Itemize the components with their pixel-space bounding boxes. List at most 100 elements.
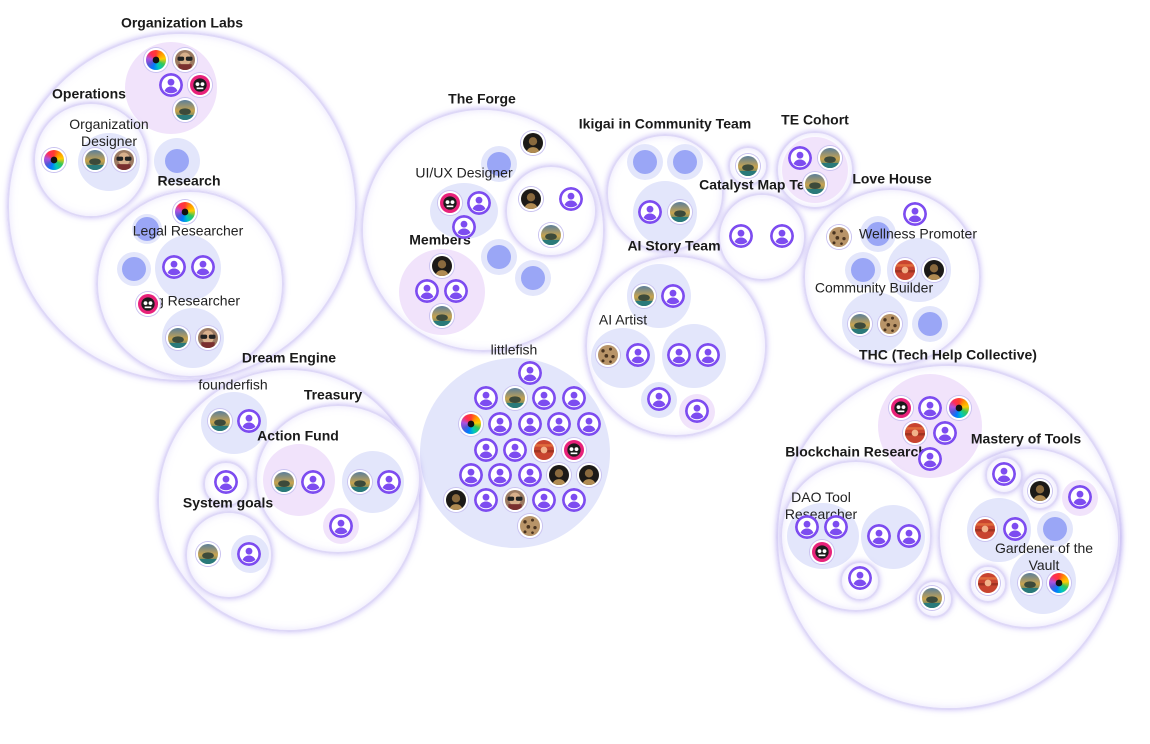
user-avatar-icon[interactable] <box>162 255 186 279</box>
user-avatar-icon[interactable] <box>848 566 872 590</box>
user-avatar-icon[interactable] <box>547 412 571 436</box>
user-avatar-icon[interactable] <box>444 279 468 303</box>
user-avatar-icon[interactable] <box>532 386 556 410</box>
leopard-avatar-icon[interactable] <box>596 343 620 367</box>
user-avatar-icon[interactable] <box>474 386 498 410</box>
user-avatar-icon[interactable] <box>795 515 819 539</box>
user-avatar-icon[interactable] <box>467 191 491 215</box>
empty-role[interactable] <box>667 144 703 180</box>
user-avatar-icon[interactable] <box>933 421 957 445</box>
empty-role[interactable] <box>515 260 551 296</box>
user-avatar-icon[interactable] <box>661 284 685 308</box>
user-avatar-icon[interactable] <box>992 462 1016 486</box>
user-avatar-icon[interactable] <box>532 488 556 512</box>
user-avatar-icon[interactable] <box>452 215 476 239</box>
red-avatar-icon[interactable] <box>532 438 556 462</box>
dark-avatar-icon[interactable] <box>922 258 946 282</box>
user-avatar-icon[interactable] <box>488 412 512 436</box>
user-avatar-icon[interactable] <box>647 387 671 411</box>
leopard-avatar-icon[interactable] <box>827 225 851 249</box>
empty-role[interactable] <box>481 146 517 182</box>
portrait-avatar-icon[interactable] <box>112 148 136 172</box>
dark-avatar-icon[interactable] <box>577 463 601 487</box>
landscape-avatar-icon[interactable] <box>632 284 656 308</box>
landscape-avatar-icon[interactable] <box>173 98 197 122</box>
red-avatar-icon[interactable] <box>976 571 1000 595</box>
empty-role[interactable] <box>481 239 517 275</box>
user-avatar-icon[interactable] <box>1003 517 1027 541</box>
leopard-avatar-icon[interactable] <box>878 312 902 336</box>
user-avatar-icon[interactable] <box>685 399 709 423</box>
empty-role[interactable] <box>117 252 151 286</box>
user-avatar-icon[interactable] <box>159 73 183 97</box>
user-avatar-icon[interactable] <box>867 524 891 548</box>
landscape-avatar-icon[interactable] <box>166 326 190 350</box>
user-avatar-icon[interactable] <box>518 412 542 436</box>
empty-role[interactable] <box>860 216 896 252</box>
user-avatar-icon[interactable] <box>415 279 439 303</box>
landscape-avatar-icon[interactable] <box>539 223 563 247</box>
user-avatar-icon[interactable] <box>562 488 586 512</box>
color-wheel-avatar-icon[interactable] <box>42 148 66 172</box>
user-avatar-icon[interactable] <box>474 438 498 462</box>
empty-role[interactable] <box>845 252 881 288</box>
user-avatar-icon[interactable] <box>191 255 215 279</box>
landscape-avatar-icon[interactable] <box>208 409 232 433</box>
user-avatar-icon[interactable] <box>824 515 848 539</box>
landscape-avatar-icon[interactable] <box>920 586 944 610</box>
red-avatar-icon[interactable] <box>973 517 997 541</box>
user-avatar-icon[interactable] <box>459 463 483 487</box>
color-wheel-avatar-icon[interactable] <box>1047 571 1071 595</box>
landscape-avatar-icon[interactable] <box>736 154 760 178</box>
user-avatar-icon[interactable] <box>696 343 720 367</box>
user-avatar-icon[interactable] <box>377 470 401 494</box>
user-avatar-icon[interactable] <box>474 488 498 512</box>
empty-role[interactable] <box>132 214 162 244</box>
user-avatar-icon[interactable] <box>788 146 812 170</box>
portrait-avatar-icon[interactable] <box>196 326 220 350</box>
user-avatar-icon[interactable] <box>518 463 542 487</box>
dark-avatar-icon[interactable] <box>444 488 468 512</box>
user-avatar-icon[interactable] <box>897 524 921 548</box>
red-avatar-icon[interactable] <box>903 421 927 445</box>
landscape-avatar-icon[interactable] <box>803 172 827 196</box>
user-avatar-icon[interactable] <box>329 514 353 538</box>
landscape-avatar-icon[interactable] <box>83 148 107 172</box>
empty-role[interactable] <box>1037 511 1073 547</box>
landscape-avatar-icon[interactable] <box>848 312 872 336</box>
dark-avatar-icon[interactable] <box>1028 479 1052 503</box>
color-wheel-avatar-icon[interactable] <box>144 48 168 72</box>
leopard-avatar-icon[interactable] <box>518 514 542 538</box>
color-wheel-avatar-icon[interactable] <box>173 200 197 224</box>
user-avatar-icon[interactable] <box>562 386 586 410</box>
user-avatar-icon[interactable] <box>638 200 662 224</box>
landscape-avatar-icon[interactable] <box>196 542 220 566</box>
user-avatar-icon[interactable] <box>1068 485 1092 509</box>
empty-role[interactable] <box>154 138 200 184</box>
user-avatar-icon[interactable] <box>488 463 512 487</box>
color-wheel-avatar-icon[interactable] <box>947 396 971 420</box>
user-avatar-icon[interactable] <box>237 409 261 433</box>
landscape-avatar-icon[interactable] <box>503 386 527 410</box>
user-avatar-icon[interactable] <box>729 224 753 248</box>
landscape-avatar-icon[interactable] <box>272 470 296 494</box>
user-avatar-icon[interactable] <box>237 542 261 566</box>
mask-avatar-icon[interactable] <box>810 540 834 564</box>
dark-avatar-icon[interactable] <box>519 187 543 211</box>
landscape-avatar-icon[interactable] <box>430 304 454 328</box>
user-avatar-icon[interactable] <box>577 412 601 436</box>
red-avatar-icon[interactable] <box>893 258 917 282</box>
landscape-avatar-icon[interactable] <box>348 470 372 494</box>
landscape-avatar-icon[interactable] <box>1018 571 1042 595</box>
empty-role[interactable] <box>627 144 663 180</box>
mask-avatar-icon[interactable] <box>889 396 913 420</box>
user-avatar-icon[interactable] <box>301 470 325 494</box>
landscape-avatar-icon[interactable] <box>668 200 692 224</box>
mask-avatar-icon[interactable] <box>136 292 160 316</box>
landscape-avatar-icon[interactable] <box>818 146 842 170</box>
mask-avatar-icon[interactable] <box>438 191 462 215</box>
user-avatar-icon[interactable] <box>559 187 583 211</box>
user-avatar-icon[interactable] <box>918 396 942 420</box>
user-avatar-icon[interactable] <box>918 447 942 471</box>
user-avatar-icon[interactable] <box>518 361 542 385</box>
